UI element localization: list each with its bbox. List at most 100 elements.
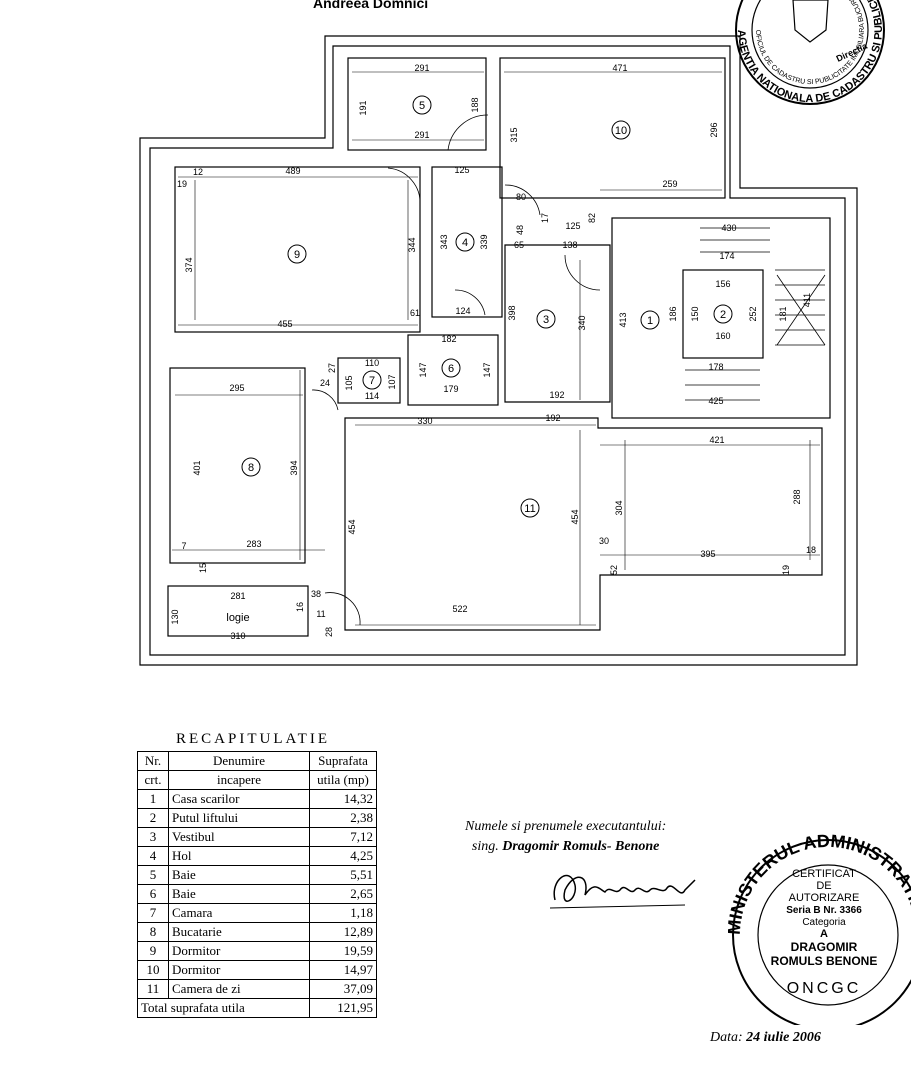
- dim-label: 30: [599, 536, 609, 546]
- dim-label: 124: [455, 306, 470, 316]
- dim-label: 52: [609, 565, 619, 575]
- dim-label: 28: [324, 627, 334, 637]
- dim-label: 38: [311, 589, 321, 599]
- dim-label: 339: [479, 234, 489, 249]
- logie-label: logie: [226, 612, 249, 624]
- dimension-lines: [172, 71, 820, 626]
- room-1-outline: [611, 217, 831, 419]
- dim-label: 11: [316, 609, 325, 619]
- recap-title: RECAPITULATIE: [176, 731, 330, 747]
- room-5-outline: [347, 57, 487, 151]
- room-4-number: 4: [462, 237, 468, 249]
- dim-label: 192: [545, 413, 560, 423]
- room-11-marker: [520, 498, 540, 518]
- dim-label: 454: [347, 519, 357, 534]
- room-3-marker: [536, 309, 556, 329]
- room-5-marker: [412, 95, 432, 115]
- stamp-bottom-text: ONCGC: [787, 980, 862, 997]
- dim-label: 401: [192, 460, 202, 475]
- room-3-number: 3: [543, 314, 549, 326]
- dim-label: 259: [662, 179, 677, 189]
- dim-label: 489: [285, 166, 300, 176]
- date-line: Data: 24 iulie 2006: [710, 1030, 821, 1046]
- dim-label: 16: [295, 602, 305, 612]
- executor-name: Dragomir Romuls- Benone: [502, 839, 660, 854]
- room-1-marker: [640, 310, 660, 330]
- dim-label: 455: [277, 319, 292, 329]
- executor-block: Numele si prenumele executantului: sing.…: [465, 817, 666, 857]
- dim-label: 19: [177, 179, 187, 189]
- stamp-line: DE: [816, 880, 831, 892]
- room-8-outline: [169, 367, 306, 564]
- col-header-name-2: incapere: [168, 770, 310, 790]
- room-3-outline: [504, 244, 611, 403]
- dim-label: 430: [721, 223, 736, 233]
- dim-label: 65: [514, 240, 524, 250]
- dim-label: 421: [709, 435, 724, 445]
- dim-label: 27: [327, 363, 337, 373]
- dim-label: 291: [414, 130, 429, 140]
- dim-label: 291: [414, 63, 429, 73]
- dim-label: 125: [565, 221, 580, 231]
- room-2-number: 2: [720, 309, 726, 321]
- outer-wall-inner: [149, 45, 846, 656]
- dim-label: 174: [719, 251, 734, 261]
- dim-label: 24: [320, 378, 330, 388]
- dim-label: 413: [618, 312, 628, 327]
- room-9-marker: [287, 244, 307, 264]
- dim-label: 107: [387, 374, 397, 389]
- dim-label: 398: [507, 305, 517, 320]
- date-value: 24 iulie 2006: [746, 1030, 821, 1045]
- dim-label: 252: [748, 306, 758, 321]
- stamp-line: A: [820, 928, 828, 940]
- room-8-marker: [241, 457, 261, 477]
- dim-label: 147: [482, 362, 492, 377]
- dim-label: 12: [193, 167, 203, 177]
- col-header-area-2: utila (mp): [309, 770, 377, 790]
- room-labels: 1 2 3 4 5 6 7 8 9 10 11 logie: [226, 95, 733, 624]
- dim-label: 130: [170, 609, 180, 624]
- dim-label: 186: [668, 306, 678, 321]
- room-8-number: 8: [248, 462, 254, 474]
- room-2-outline: [682, 269, 764, 359]
- stamp-line: AUTORIZARE: [789, 892, 860, 904]
- room-11-outline: [344, 417, 823, 631]
- dim-label: 125: [454, 165, 469, 175]
- dim-label: 295: [229, 383, 244, 393]
- room-9-outline: [174, 166, 421, 333]
- recap-table: Nr. Denumire Suprafata crt. incapere uti…: [137, 751, 377, 1018]
- dim-label: 138: [562, 240, 577, 250]
- room-4-marker: [455, 232, 475, 252]
- cadastre-seal: AGENTIA NATIONALA DE CADASTRU SI PUBLICI…: [735, 0, 885, 105]
- room-9-number: 9: [294, 249, 300, 261]
- dim-label: 411: [802, 293, 812, 307]
- dim-label: 110: [365, 358, 379, 368]
- stamp-line: CERTIFICAT: [792, 868, 856, 880]
- stair-treads: [685, 227, 825, 401]
- dim-label: 7: [181, 541, 186, 551]
- total-row: Total suprafata utila 121,95: [137, 998, 377, 1018]
- dim-label: 343: [439, 234, 449, 249]
- room-10-outline: [499, 57, 726, 199]
- dim-label: 179: [443, 384, 458, 394]
- dim-label: 310: [230, 631, 245, 641]
- room-7-number: 7: [369, 375, 375, 387]
- dim-label: 344: [407, 237, 417, 252]
- dim-label: 394: [289, 460, 299, 475]
- dim-label: 178: [708, 362, 723, 372]
- dimension-labels: 291 291 191 188 471 315 296 259 125 489 …: [170, 63, 816, 641]
- room-10-number: 10: [615, 125, 627, 137]
- room-7-marker: [362, 370, 382, 390]
- dim-label: 48: [515, 225, 525, 235]
- dim-label: 181: [778, 306, 788, 321]
- dim-label: 147: [418, 362, 428, 377]
- dim-label: 315: [509, 127, 519, 142]
- dim-label: 296: [709, 122, 719, 137]
- dim-label: 374: [184, 257, 194, 272]
- dim-label: 471: [612, 63, 627, 73]
